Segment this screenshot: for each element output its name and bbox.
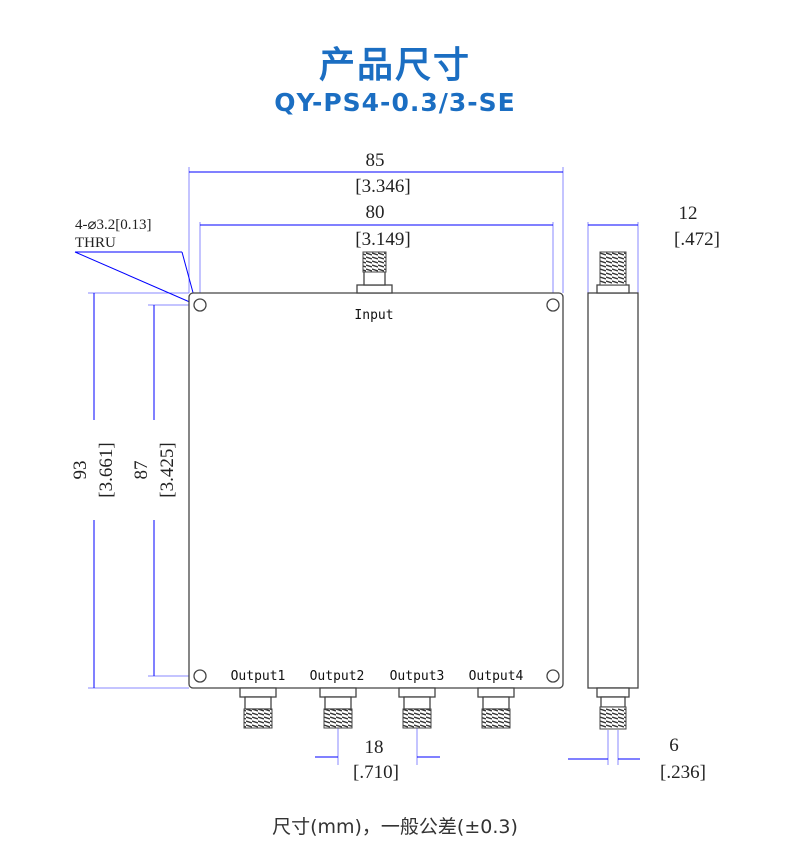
- output-port-label-1: Output1: [231, 669, 286, 684]
- input-connector: [356, 251, 393, 294]
- dim-port-pitch: 18: [365, 737, 384, 758]
- input-port-label: Input: [354, 308, 393, 323]
- dim-port-pitch-inch: [.710]: [353, 762, 399, 783]
- dim-overall-width: 85: [366, 150, 385, 171]
- output-port-label-2: Output2: [310, 669, 365, 684]
- tolerance-note: 尺寸(mm)，一般公差(±0.3): [272, 816, 518, 838]
- splitter-body-front: [188, 292, 564, 689]
- dim-hole-spacing-y-inch: [3.425]: [157, 442, 178, 497]
- splitter-side-view: [587, 251, 639, 730]
- dim-overall-height-inch: [3.661]: [96, 442, 117, 497]
- model-number: QY-PS4-0.3/3-SE: [274, 88, 516, 117]
- dim-hole-spacing-x-inch: [3.149]: [355, 229, 410, 250]
- hole-note: 4-⌀3.2[0.13]: [75, 217, 152, 233]
- hole-note-thru: THRU: [75, 235, 116, 251]
- dim-connector-offset: 6: [669, 735, 679, 756]
- output-port-label-4: Output4: [469, 669, 524, 684]
- dim-hole-spacing-y: 87: [131, 461, 152, 480]
- dim-overall-height: 93: [70, 461, 91, 480]
- dim-hole-spacing-x: 80: [366, 202, 385, 223]
- dim-thickness: 12: [679, 203, 698, 224]
- dim-thickness-inch: [.472]: [674, 229, 720, 250]
- output-port-label-3: Output3: [390, 669, 445, 684]
- dim-connector-offset-inch: [.236]: [660, 762, 706, 783]
- mounting-holes: [193, 298, 560, 683]
- dimension-lines: [74, 171, 640, 760]
- output-connectors: [239, 687, 515, 729]
- page-title: 产品尺寸: [318, 45, 471, 86]
- dim-overall-width-inch: [3.346]: [355, 176, 410, 197]
